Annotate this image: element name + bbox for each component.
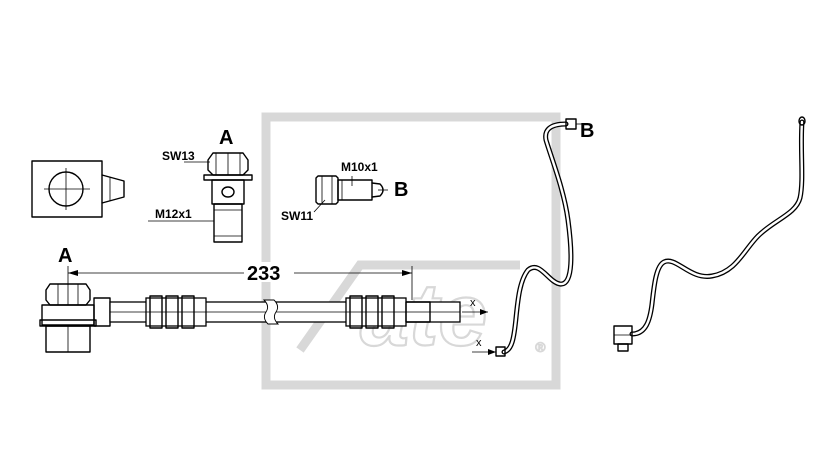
label-x-lower: x xyxy=(476,337,482,349)
label-m12x1: M12x1 xyxy=(155,207,192,221)
dimension-value: 233 xyxy=(247,263,280,285)
label-a-top: A xyxy=(219,127,233,149)
crimp-sleeve-right xyxy=(345,295,431,329)
hose-banjo-fitting xyxy=(39,283,111,353)
label-b-mid: B xyxy=(394,179,408,201)
label-sw11: SW11 xyxy=(281,209,313,223)
label-x-upper: x xyxy=(470,297,476,309)
label-a-left: A xyxy=(58,245,72,267)
brake-hose-assembly: A 233 xyxy=(39,245,488,353)
dimension-line: 233 xyxy=(67,262,413,300)
banjo-bolt-detail: A SW13 M12x1 xyxy=(148,127,253,243)
watermark-frame xyxy=(261,112,561,390)
tube-nut-detail: M10x1 B SW11 xyxy=(281,160,408,223)
watermark-registered-mark: ® xyxy=(535,339,546,355)
label-sw13: SW13 xyxy=(162,149,195,163)
label-m10x1: M10x1 xyxy=(341,160,378,174)
banjo-side-view xyxy=(31,160,125,218)
label-b-right: B xyxy=(580,120,594,142)
hose-break-mark xyxy=(262,299,280,325)
brake-pipe-right xyxy=(613,116,806,352)
brake-pipe-middle: B x xyxy=(472,118,594,357)
crimp-sleeve-left xyxy=(145,295,207,329)
